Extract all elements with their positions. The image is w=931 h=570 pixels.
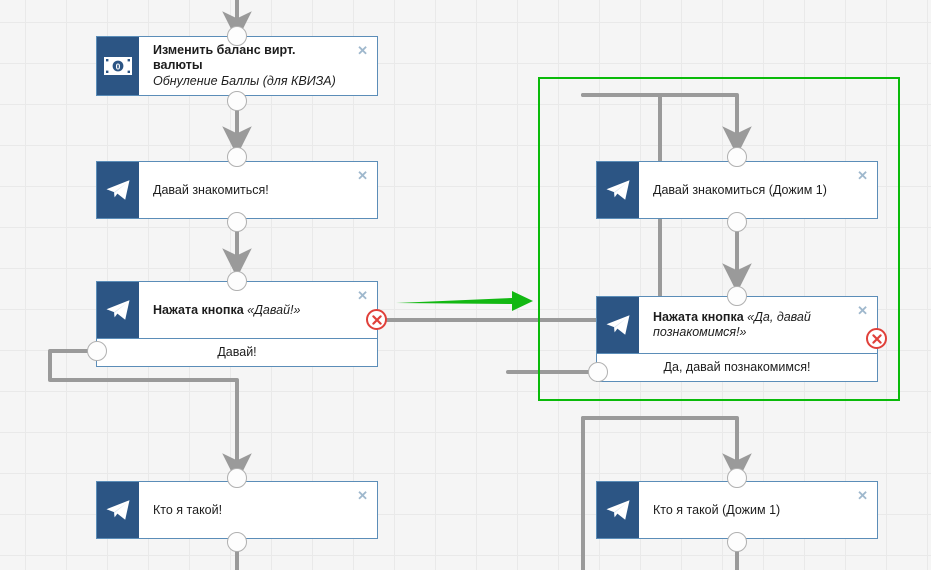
node-output-port[interactable] (227, 212, 247, 232)
node-answer-option[interactable]: Давай! (97, 338, 377, 366)
node-input-port[interactable] (227, 468, 247, 488)
who-am-i-push1-node[interactable]: Кто я такой (Дожим 1) ✕ (596, 481, 878, 539)
close-icon[interactable]: ✕ (857, 303, 868, 318)
node-answer-output-port[interactable] (87, 341, 107, 361)
banknote-icon: 0 (97, 37, 139, 95)
button-pressed-yes-lets-meet-node[interactable]: Нажата кнопка «Да, давай познакомимся!» … (596, 296, 878, 382)
node-input-port[interactable] (227, 147, 247, 167)
node-output-port[interactable] (227, 91, 247, 111)
node-title: Кто я такой (Дожим 1) (653, 502, 781, 517)
node-title-prefix: Нажата кнопка (653, 310, 748, 324)
node-title: Нажата кнопка «Да, давай познакомимся!» (653, 310, 847, 340)
telegram-icon (97, 282, 139, 338)
node-output-port[interactable] (727, 532, 747, 552)
node-input-port[interactable] (727, 468, 747, 488)
telegram-icon (597, 482, 639, 538)
node-output-port[interactable] (227, 532, 247, 552)
telegram-icon (597, 162, 639, 218)
node-answer-output-port[interactable] (588, 362, 608, 382)
node-title-argument: «Давай!» (247, 302, 301, 317)
change-virtual-currency-balance-node[interactable]: 0 Изменить баланс вирт. валюты Обнуление… (96, 36, 378, 96)
node-subtitle: Обнуление Баллы (для КВИЗА) (153, 74, 336, 88)
telegram-icon (97, 482, 139, 538)
lets-get-acquainted-node[interactable]: Давай знакомиться! ✕ (96, 161, 378, 219)
svg-text:0: 0 (116, 62, 121, 72)
lets-get-acquainted-push1-node[interactable]: Давай знакомиться (Дожим 1) ✕ (596, 161, 878, 219)
close-icon[interactable]: ✕ (857, 168, 868, 183)
node-output-port[interactable] (727, 212, 747, 232)
close-icon[interactable]: ✕ (857, 488, 868, 503)
node-title: Давай знакомиться (Дожим 1) (653, 182, 827, 197)
node-input-port[interactable] (727, 286, 747, 306)
node-title-prefix: Нажата кнопка (153, 302, 248, 317)
button-pressed-davay-node[interactable]: Нажата кнопка «Давай!» ✕ Давай! (96, 281, 378, 367)
telegram-icon (97, 162, 139, 218)
node-input-port[interactable] (227, 26, 247, 46)
who-am-i-node[interactable]: Кто я такой! ✕ (96, 481, 378, 539)
node-title: Давай знакомиться! (153, 182, 269, 197)
node-error-badge[interactable] (866, 328, 887, 349)
node-input-port[interactable] (727, 147, 747, 167)
node-title: Кто я такой! (153, 502, 223, 517)
node-title-argument: «Да, давай познакомимся!» (653, 310, 811, 339)
node-input-port[interactable] (227, 271, 247, 291)
node-error-badge[interactable] (366, 309, 387, 330)
close-icon[interactable]: ✕ (357, 43, 368, 58)
close-icon[interactable]: ✕ (357, 168, 368, 183)
node-title: Изменить баланс вирт. валюты (153, 43, 296, 72)
node-title: Нажата кнопка «Давай!» (153, 303, 347, 318)
telegram-icon (597, 297, 639, 353)
node-answer-option[interactable]: Да, давай познакомимся! (597, 353, 877, 381)
close-icon[interactable]: ✕ (357, 288, 368, 303)
close-icon[interactable]: ✕ (357, 488, 368, 503)
